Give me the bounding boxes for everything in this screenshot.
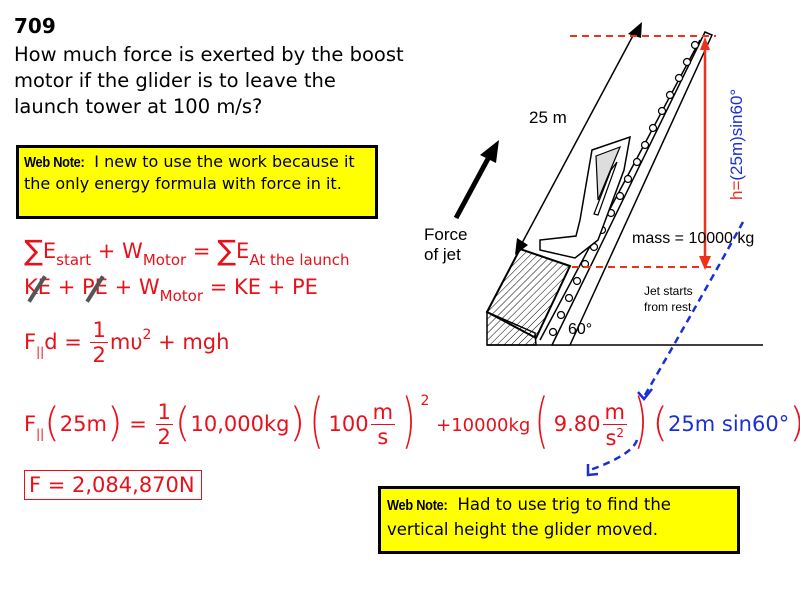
blue-pointer-arrow-1 bbox=[643, 221, 745, 396]
web-note-work: Web Note: I new to use the work because … bbox=[16, 145, 378, 219]
force-label: Force bbox=[424, 225, 467, 244]
glider-shape bbox=[539, 135, 631, 259]
crossed-out-ke: KE bbox=[24, 275, 52, 299]
length-label: 25 m bbox=[529, 108, 567, 127]
web-note-label: Web Note: bbox=[387, 497, 448, 514]
height-label: h=(25m)sin60° bbox=[727, 89, 746, 200]
web-note-text: I new to use the work because it the onl… bbox=[24, 152, 355, 193]
problem-number: 709 bbox=[14, 14, 56, 38]
mass-label: mass = 10000 kg bbox=[632, 230, 754, 247]
energy-terms-equation: KE + PE + WMotor = KE + PE bbox=[24, 275, 318, 305]
angle-label: 60° bbox=[568, 321, 592, 338]
blue-pointer-arrow-2 bbox=[589, 439, 639, 472]
final-answer-box: F = 2,084,870N bbox=[24, 470, 202, 500]
booster-block bbox=[485, 247, 572, 340]
web-note-trig: Web Note: Had to use trig to find the ve… bbox=[378, 486, 740, 554]
force-arrow bbox=[453, 153, 493, 220]
height-expression: 25m sin60° bbox=[668, 412, 790, 436]
question-text: How much force is exerted by the boost m… bbox=[14, 43, 404, 118]
energy-conservation-equation: ∑Estart + WMotor = ∑EAt the launch bbox=[24, 234, 350, 269]
launch-tower bbox=[550, 31, 714, 346]
web-note-label: Web Note: bbox=[24, 154, 85, 171]
start-label: Jet starts bbox=[644, 284, 693, 298]
crossed-out-pe: PE bbox=[82, 275, 108, 299]
length-arrow bbox=[520, 29, 637, 246]
web-note-text: Had to use trig to find the vertical hei… bbox=[387, 495, 671, 539]
tower-rivets bbox=[548, 40, 700, 337]
svg-text:from rest: from rest bbox=[644, 300, 692, 314]
svg-text:of jet: of jet bbox=[424, 245, 461, 264]
